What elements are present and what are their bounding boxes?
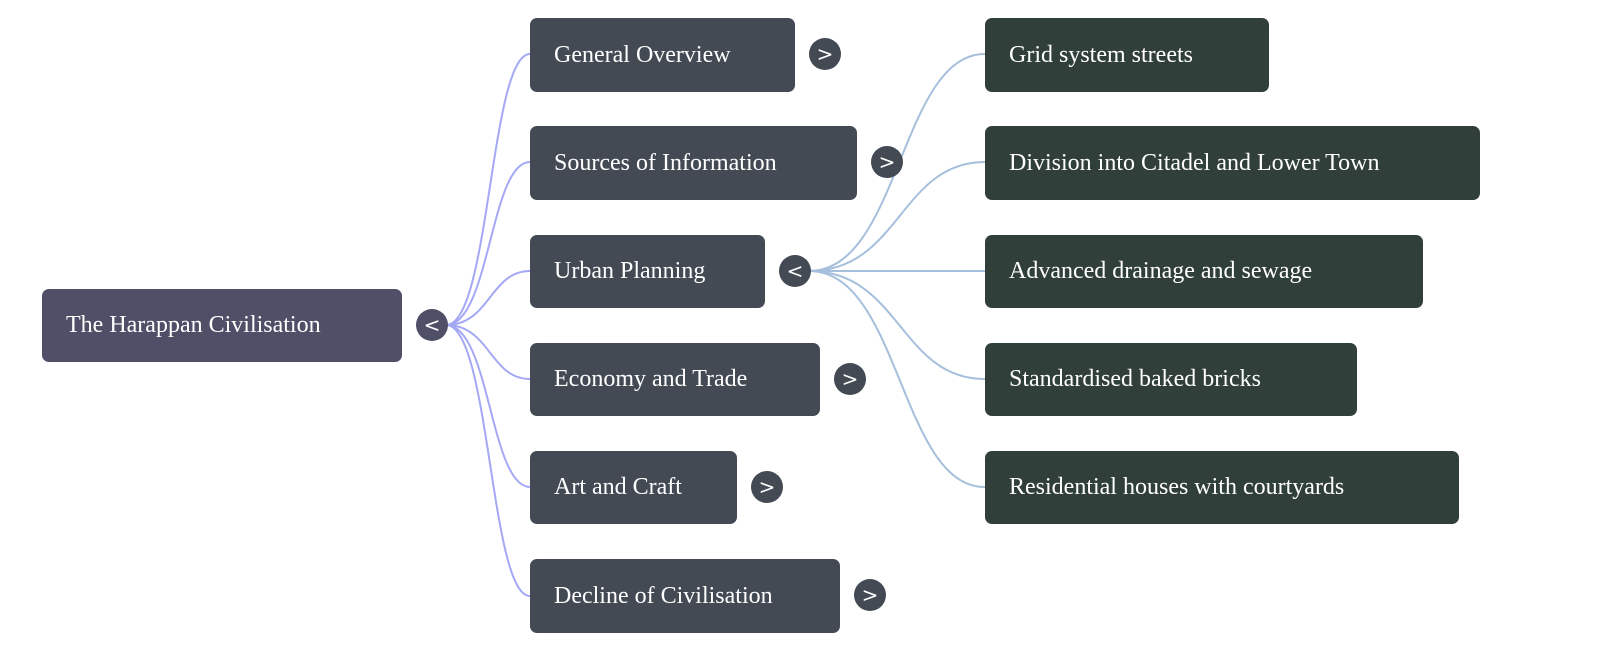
node-label: Urban Planning xyxy=(554,258,706,284)
expand-toggle-general-overview[interactable]: > xyxy=(809,38,841,70)
leaf-baked-bricks[interactable]: Standardised baked bricks xyxy=(985,343,1357,416)
link-general-overview xyxy=(445,53,531,326)
expand-toggle-sources[interactable]: > xyxy=(871,146,903,178)
link-houses xyxy=(808,270,986,488)
link-urban-planning xyxy=(445,270,531,326)
branch-economy-and-trade[interactable]: Economy and Trade xyxy=(530,343,820,416)
link-art xyxy=(445,324,531,488)
branch-art-and-craft[interactable]: Art and Craft xyxy=(530,451,737,524)
node-label: Art and Craft xyxy=(554,474,682,500)
node-label: Advanced drainage and sewage xyxy=(1009,258,1313,284)
collapse-toggle-root[interactable]: < xyxy=(416,309,448,341)
node-label: Standardised baked bricks xyxy=(1009,366,1261,392)
node-label: Division into Citadel and Lower Town xyxy=(1009,149,1380,176)
node-label: Decline of Civilisation xyxy=(554,582,773,609)
link-decline xyxy=(445,324,531,597)
link-bricks xyxy=(808,270,986,380)
leaf-drainage[interactable]: Advanced drainage and sewage xyxy=(985,235,1423,308)
branch-general-overview[interactable]: General Overview xyxy=(530,18,795,92)
branch-urban-planning[interactable]: Urban Planning xyxy=(530,235,765,308)
leaf-grid-system-streets[interactable]: Grid system streets xyxy=(985,18,1269,92)
branch-decline-of-civilisation[interactable]: Decline of Civilisation xyxy=(530,559,840,633)
root-node[interactable]: The Harappan Civilisation xyxy=(42,289,402,362)
expand-toggle-economy[interactable]: > xyxy=(834,363,866,395)
expand-toggle-decline[interactable]: > xyxy=(854,579,886,611)
link-division xyxy=(808,161,986,272)
leaf-division-citadel[interactable]: Division into Citadel and Lower Town xyxy=(985,126,1480,200)
branch-sources-of-information[interactable]: Sources of Information xyxy=(530,126,857,200)
node-label: Grid system streets xyxy=(1009,41,1193,68)
node-label: The Harappan Civilisation xyxy=(66,312,321,338)
collapse-toggle-urban-planning[interactable]: < xyxy=(779,255,811,287)
link-sources xyxy=(445,161,531,326)
link-economy xyxy=(445,324,531,380)
node-label: Economy and Trade xyxy=(554,366,748,392)
node-label: General Overview xyxy=(554,41,731,68)
expand-toggle-art[interactable]: > xyxy=(751,471,783,503)
node-label: Sources of Information xyxy=(554,149,777,176)
leaf-residential-houses[interactable]: Residential houses with courtyards xyxy=(985,451,1459,524)
node-label: Residential houses with courtyards xyxy=(1009,474,1345,500)
